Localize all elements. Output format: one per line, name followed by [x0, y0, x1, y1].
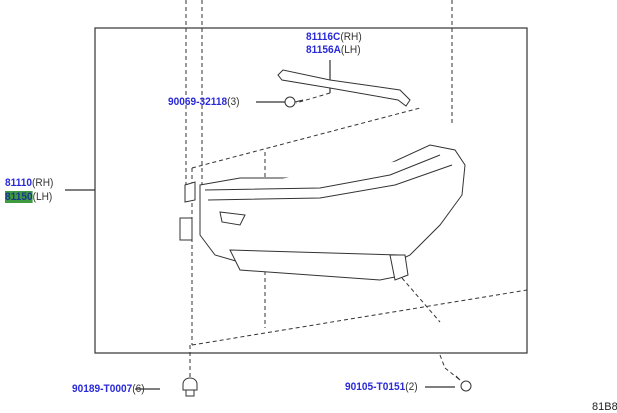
label-81156a[interactable]: 81156A(LH) — [306, 44, 361, 56]
part-number-link[interactable]: 90105-T0151 — [345, 381, 406, 393]
part-suffix: (RH) — [32, 177, 54, 189]
part-suffix: (2) — [405, 381, 418, 393]
label-90189[interactable]: 90189-T0007(6) — [72, 383, 145, 395]
label-90069[interactable]: 90069-32118(3) — [168, 96, 239, 108]
part-number-link[interactable]: 90189-T0007 — [72, 383, 133, 395]
part-suffix: (RH) — [340, 31, 362, 43]
part-number-link[interactable]: 81116C — [306, 31, 341, 43]
label-90105[interactable]: 90105-T0151(2) — [345, 381, 418, 393]
part-suffix: (3) — [227, 96, 240, 108]
headlamp-unit — [179, 69, 466, 281]
label-81150[interactable]: 81150(LH) — [5, 191, 52, 203]
bracket-part — [277, 69, 411, 107]
diagram-code: 81B8 — [592, 401, 617, 413]
part-suffix: (LH) — [32, 191, 53, 203]
bolt-90069 — [284, 96, 296, 108]
part-suffix: (LH) — [340, 44, 361, 56]
part-suffix: (6) — [132, 383, 145, 395]
clip-90189 — [182, 377, 198, 397]
fasteners — [182, 96, 472, 397]
label-81116c[interactable]: 81116C(RH) — [306, 31, 362, 43]
part-number-link[interactable]: 90069-32118 — [168, 96, 228, 108]
bolt-90105 — [460, 380, 472, 392]
part-number-link[interactable]: 81110 — [5, 177, 33, 189]
part-number-link[interactable]: 81156A — [306, 44, 341, 56]
part-number-link[interactable]: 81150 — [5, 191, 33, 203]
label-81110[interactable]: 81110(RH) — [5, 177, 53, 189]
